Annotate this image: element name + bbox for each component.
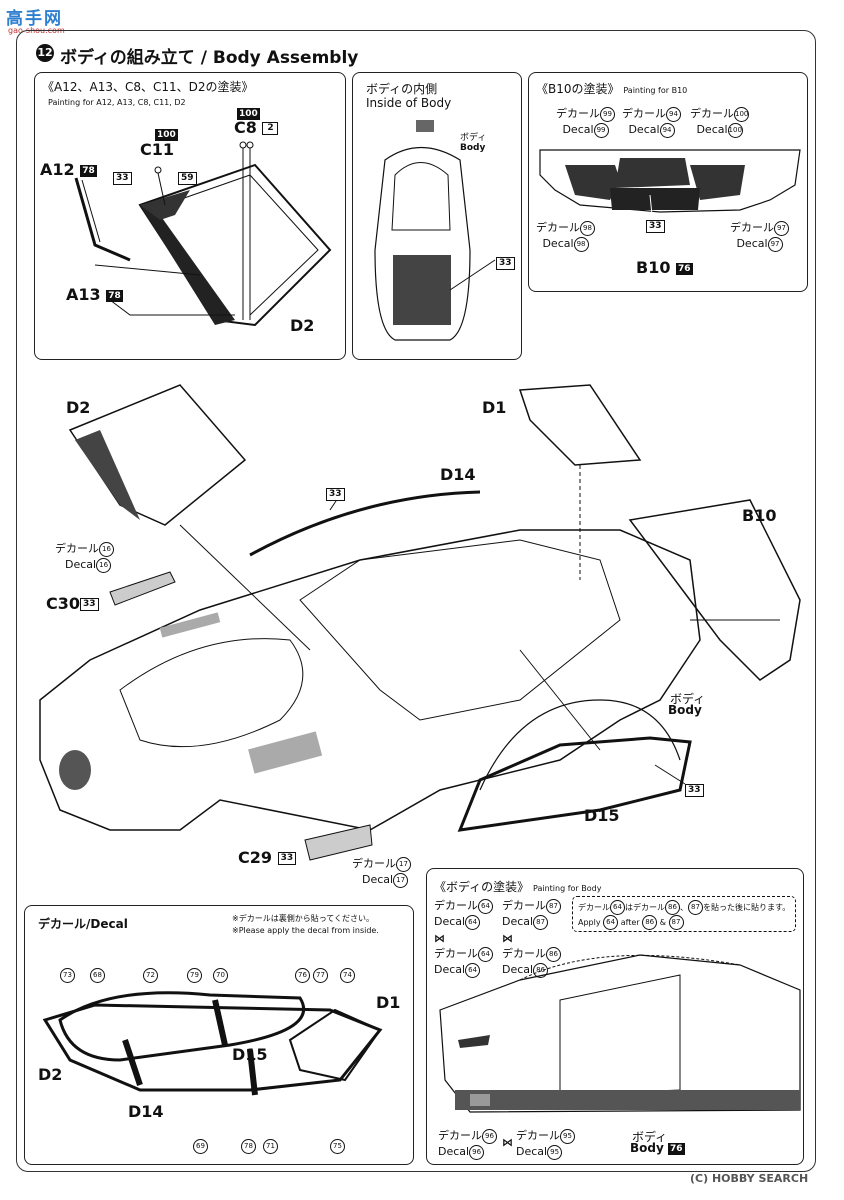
label-d15-decal: D15 <box>232 1045 268 1064</box>
decal-num-72: 72 <box>143 965 158 984</box>
decal-num-76: 76 <box>295 965 310 984</box>
panel-c-title: 《B10の塗装》 Painting for B10 <box>536 82 688 96</box>
panel-body-body-jp: ボディ <box>632 1130 668 1144</box>
label-a12: A12 78 <box>40 160 97 179</box>
label-c29: C29 33 <box>238 848 297 867</box>
paint-59-a: 59 <box>178 168 197 187</box>
decal-note-en: Apply 64 after 86 & 87 <box>578 915 684 930</box>
decal-num-68: 68 <box>90 965 105 984</box>
panel-b-body-jp: ボディ <box>460 133 487 143</box>
panel-a-subtitle: Painting for A12, A13, C8, C11, D2 <box>48 98 186 107</box>
footer-credit: (C) HOBBY SEARCH <box>690 1172 809 1185</box>
panel-decal-placement <box>24 905 414 1165</box>
label-d2: D2 <box>290 316 315 335</box>
label-d15-main: D15 <box>584 806 620 825</box>
panel-a-title: 《A12、A13、C8、C11、D2の塗装》 <box>42 80 254 94</box>
main-body-en: Body <box>668 703 702 717</box>
step-number-badge: 12 <box>36 44 54 62</box>
label-d2-main: D2 <box>66 398 91 417</box>
label-d14-decal: D14 <box>128 1102 164 1121</box>
decal-num-75: 75 <box>330 1136 345 1155</box>
panel-decal-note-jp: ※デカールは裏側から貼ってください。 <box>232 914 375 923</box>
label-d14-main: D14 <box>440 465 476 484</box>
decal-num-77: 77 <box>313 965 328 984</box>
decal-num-79: 79 <box>187 965 202 984</box>
bowtie-icon-c: ⋈ <box>502 1136 513 1149</box>
paint-33-a: 33 <box>113 168 132 187</box>
label-d1-decal: D1 <box>376 993 401 1012</box>
panel-body-title: 《ボディの塗装》 Painting for Body <box>434 880 602 894</box>
label-c11-paint: 100 <box>155 128 178 141</box>
paint-33-d14: 33 <box>326 484 345 503</box>
panel-body-body-en: Body 76 <box>630 1141 685 1155</box>
main-body-jp: ボディ <box>670 692 706 706</box>
panel-b-title-jp: ボディの内側 <box>366 82 438 96</box>
label-b10-c: B10 76 <box>636 258 693 277</box>
paint-33-d15: 33 <box>685 780 704 799</box>
panel-decal-note-en: ※Please apply the decal from inside. <box>232 926 379 935</box>
site-logo: 高手网 <box>6 9 63 29</box>
decal-num-70: 70 <box>213 965 228 984</box>
panel-b-body-en: Body <box>460 143 486 153</box>
step-title: ボディの組み立て / Body Assembly <box>60 48 359 68</box>
decal-num-73: 73 <box>60 965 75 984</box>
decal-num-74: 74 <box>340 965 355 984</box>
label-c8-paint: 100 <box>237 107 260 120</box>
label-d1-main: D1 <box>482 398 507 417</box>
decal-num-78: 78 <box>241 1136 256 1155</box>
label-c8: C8 2 <box>234 118 279 137</box>
bowtie-icon-b: ⋈ <box>502 932 513 945</box>
page-frame <box>16 30 816 1172</box>
paint-33-c: 33 <box>646 216 665 235</box>
label-d2-decal: D2 <box>38 1065 63 1084</box>
panel-decal-title: デカール/Decal <box>38 917 128 931</box>
bowtie-icon-a: ⋈ <box>434 932 445 945</box>
panel-b-title-en: Inside of Body <box>366 96 452 110</box>
label-a13: A13 78 <box>66 285 123 304</box>
decal-num-69: 69 <box>193 1136 208 1155</box>
label-b10-main: B10 <box>742 506 777 525</box>
decal-note-box <box>572 896 796 932</box>
decal-num-71: 71 <box>263 1136 278 1155</box>
label-c11: C11 <box>140 140 175 159</box>
paint-33-b: 33 <box>496 253 515 272</box>
